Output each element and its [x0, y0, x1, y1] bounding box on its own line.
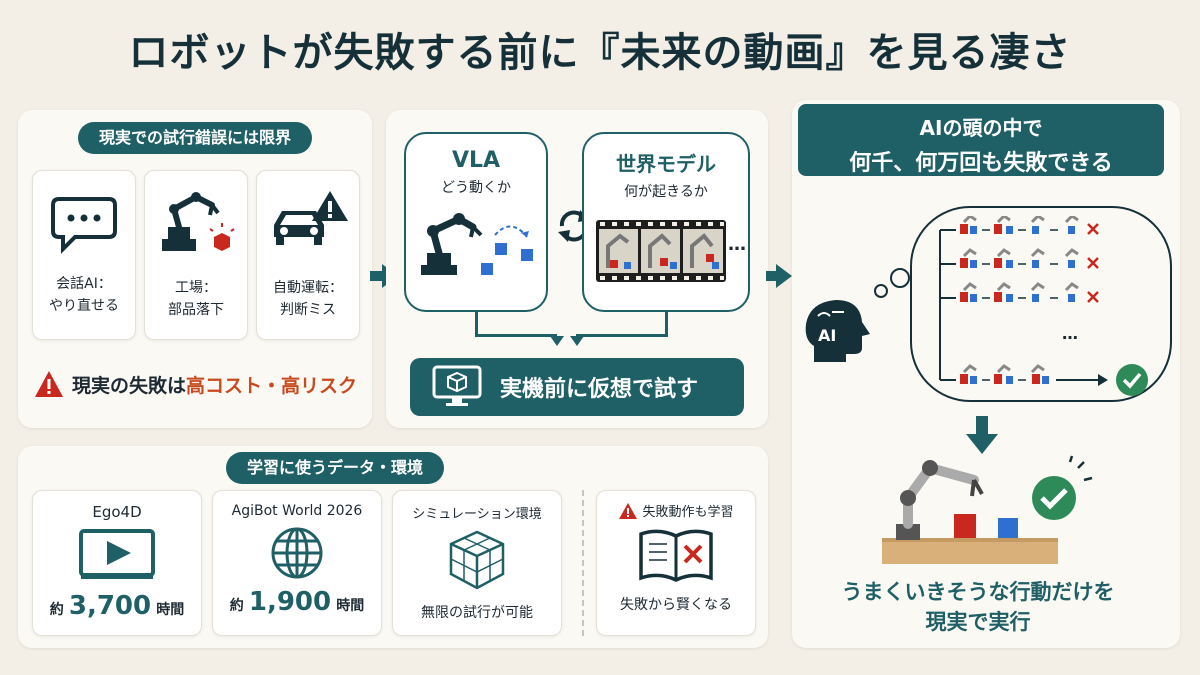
ego4d-prefix: 約: [49, 602, 64, 618]
factory-label-1: 工場：: [175, 280, 217, 296]
agibot-suffix: 時間: [336, 598, 365, 614]
agibot-value: 1,900: [248, 587, 332, 617]
merge-line-left-v: [475, 312, 478, 336]
factory-robot-icon: [162, 192, 235, 251]
vla-subtitle: どう動くか: [441, 180, 511, 196]
monitor-cube-icon: [432, 365, 482, 406]
simulation-env-title: シミュレーション環境: [412, 507, 542, 522]
header-line-1: AIの頭の中で: [919, 116, 1043, 140]
trial-row-2: [960, 248, 1099, 269]
result-line-2: 現実で実行: [925, 610, 1031, 634]
book-x-icon: [639, 529, 713, 582]
virtual-test-banner: 実機前に仮想で試す: [410, 358, 744, 416]
failure-learning-title: 失敗動作も学習: [642, 505, 734, 520]
simulation-panel: VLA どう動くか 世界モデル 何が起きるか: [386, 110, 768, 428]
ai-head-label: AI: [818, 326, 837, 345]
real-world-limits-panel: 現実での試行錯誤には限界 会話AI： やり直せる 工場： 部品落下: [18, 110, 372, 428]
ai-head-icon: [805, 300, 870, 362]
mental-simulation-header: AIの頭の中で 何千、何万回も失敗できる: [798, 104, 1164, 176]
world-model-subtitle: 何が起きるか: [624, 184, 708, 200]
film-ellipsis: …: [728, 234, 746, 255]
autodrive-label-2: 判断ミス: [280, 302, 336, 318]
card-divider: [582, 490, 584, 636]
cost-risk-warning: 現実の失敗は 高コスト・高リスク: [34, 368, 364, 400]
real-world-limits-header: 現実での試行錯誤には限界: [78, 122, 312, 154]
failure-learning-caption: 失敗から賢くなる: [620, 597, 732, 613]
video-play-icon: [79, 529, 155, 579]
cycle-arrows-icon: [558, 210, 590, 242]
training-data-panel: 学習に使うデータ・環境 Ego4D 約 3,700 時間 AgiBot Worl…: [18, 446, 768, 648]
world-model-title: 世界モデル: [616, 152, 716, 176]
warning-highlight: 高コスト・高リスク: [186, 374, 358, 397]
virtual-test-label: 実機前に仮想で試す: [500, 377, 699, 402]
vla-box: VLA どう動くか: [404, 132, 548, 312]
flow-arrow-2: [776, 264, 792, 288]
merge-line-right-v: [665, 312, 668, 336]
warning-prefix: 現実の失敗は: [72, 374, 187, 397]
merge-line-right-h: [576, 334, 668, 337]
cube-grid-icon: [449, 530, 505, 590]
robot-arm-cubes-icon: [421, 213, 533, 275]
thought-bubble-medium: [890, 268, 910, 288]
car-warning-icon: [274, 191, 348, 245]
trial-row-3: [960, 282, 1099, 303]
trial-row-1: [960, 216, 1099, 235]
robot-execution-illustration: [882, 455, 1093, 564]
flow-arrow-stem-2: [766, 271, 776, 281]
warning-small-icon: [619, 502, 638, 519]
ego4d-hours: 約 3,700 時間: [33, 591, 201, 621]
ego4d-value: 3,700: [68, 591, 152, 621]
vla-title: VLA: [451, 148, 501, 173]
agibot-prefix: 約: [229, 598, 244, 614]
ego4d-card: Ego4D 約 3,700 時間: [32, 490, 202, 636]
page-title: ロボットが失敗する前に『未来の動画』を見る凄さ: [128, 30, 1072, 76]
flow-arrow-stem-1: [370, 271, 382, 281]
chat-ai-card: 会話AI： やり直せる: [32, 170, 136, 340]
film-frames-icon: [599, 222, 724, 280]
trial-branches: [939, 216, 1148, 396]
agibot-hours: 約 1,900 時間: [213, 587, 381, 617]
result-line-1: うまくいきそうな行動だけを: [841, 580, 1115, 604]
autodrive-card: 自動運転： 判断ミス: [256, 170, 360, 340]
simulation-env-card: シミュレーション環境 無限の試行が可能: [392, 490, 562, 636]
agibot-card: AgiBot World 2026 約 1,900 時間: [212, 490, 382, 636]
failure-learning-header: 失敗動作も学習: [597, 501, 755, 520]
training-data-header: 学習に使うデータ・環境: [226, 452, 444, 484]
mental-simulation-panel: AIの頭の中で 何千、何万回も失敗できる AI: [792, 100, 1180, 648]
ego4d-suffix: 時間: [156, 602, 185, 618]
trial-row-success: [960, 364, 1148, 396]
header-line-2: 何千、何万回も失敗できる: [849, 151, 1113, 176]
agibot-title: AgiBot World 2026: [231, 503, 363, 519]
film-strip: [596, 220, 726, 282]
ego4d-title: Ego4D: [92, 503, 142, 521]
failure-learning-card: 失敗動作も学習 失敗から賢くなる: [596, 490, 756, 636]
thought-bubble-small: [874, 284, 888, 298]
world-model-box: 世界モデル 何が起きるか: [582, 132, 750, 312]
factory-card: 工場： 部品落下: [144, 170, 248, 340]
chat-bubble-icon: [51, 197, 117, 254]
warning-icon: [35, 371, 63, 397]
trial-more-dots: …: [1062, 324, 1078, 343]
chat-ai-label-2: やり直せる: [49, 298, 119, 314]
globe-icon: [271, 527, 323, 579]
down-arrow-icon: [966, 416, 998, 454]
merge-line-left-h: [475, 334, 557, 337]
merge-arrowheads: [550, 336, 584, 346]
simulation-env-caption: 無限の試行が可能: [421, 605, 533, 621]
autodrive-label-1: 自動運転：: [273, 280, 343, 296]
factory-label-2: 部品落下: [168, 302, 224, 318]
chat-ai-label-1: 会話AI：: [56, 276, 112, 292]
